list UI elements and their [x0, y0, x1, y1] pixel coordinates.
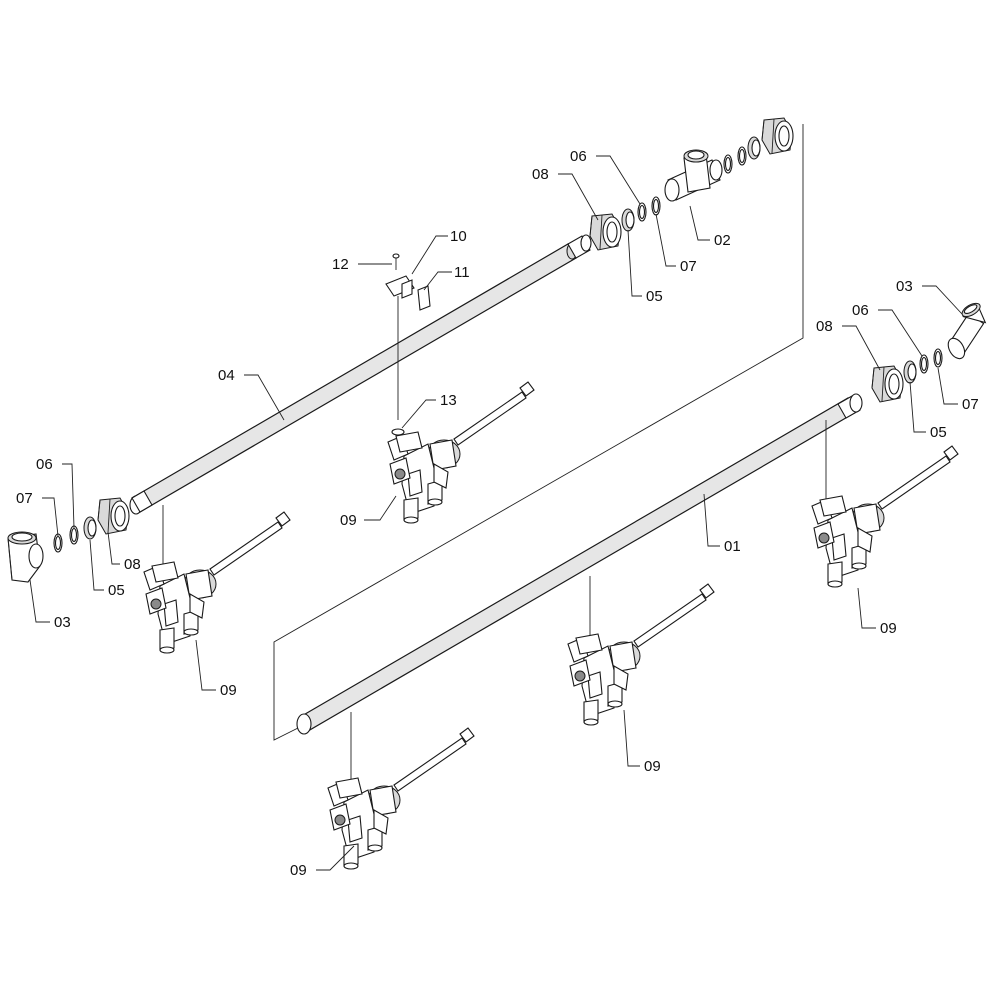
nozzle-09-b: [387, 381, 535, 524]
nozzle-09-a: [143, 511, 291, 654]
callout-labels: 10 11 12 13 04 08 06 02 07 05 03 06 08 0…: [16, 148, 979, 879]
label-05-top: 05: [646, 288, 663, 305]
leader-lines: [29, 155, 963, 871]
label-07-top: 07: [680, 258, 697, 275]
clip-parts: [385, 253, 431, 436]
label-03-right: 03: [896, 278, 913, 295]
label-10: 10: [450, 228, 467, 245]
label-07-right: 07: [962, 396, 979, 413]
label-07-left: 07: [16, 490, 33, 507]
top-right-fittings: [589, 117, 794, 251]
nozzle-09-e: [327, 727, 475, 870]
exploded-frame-lines: [273, 124, 804, 741]
label-12: 12: [332, 256, 349, 273]
label-04: 04: [218, 367, 235, 384]
label-02: 02: [714, 232, 731, 249]
label-09-left: 09: [220, 682, 237, 699]
label-01: 01: [724, 538, 741, 555]
label-06-top: 06: [570, 148, 587, 165]
tube-01: [296, 393, 863, 735]
tube-04: [129, 234, 592, 515]
label-11: 11: [454, 264, 470, 281]
label-06-right: 06: [852, 302, 869, 319]
nozzle-09-c: [811, 445, 959, 588]
label-06-left: 06: [36, 456, 53, 473]
label-08-top: 08: [532, 166, 549, 183]
label-09-bottom: 09: [290, 862, 307, 879]
label-09-middle: 09: [644, 758, 661, 775]
label-13: 13: [440, 392, 457, 409]
left-fittings: [7, 497, 130, 583]
label-09-right: 09: [880, 620, 897, 637]
label-05-right: 05: [930, 424, 947, 441]
label-03-left: 03: [54, 614, 71, 631]
label-09-center: 09: [340, 512, 357, 529]
right-fittings: [871, 302, 987, 403]
label-05-left: 05: [108, 582, 125, 599]
label-08-right: 08: [816, 318, 833, 335]
label-08-left: 08: [124, 556, 141, 573]
